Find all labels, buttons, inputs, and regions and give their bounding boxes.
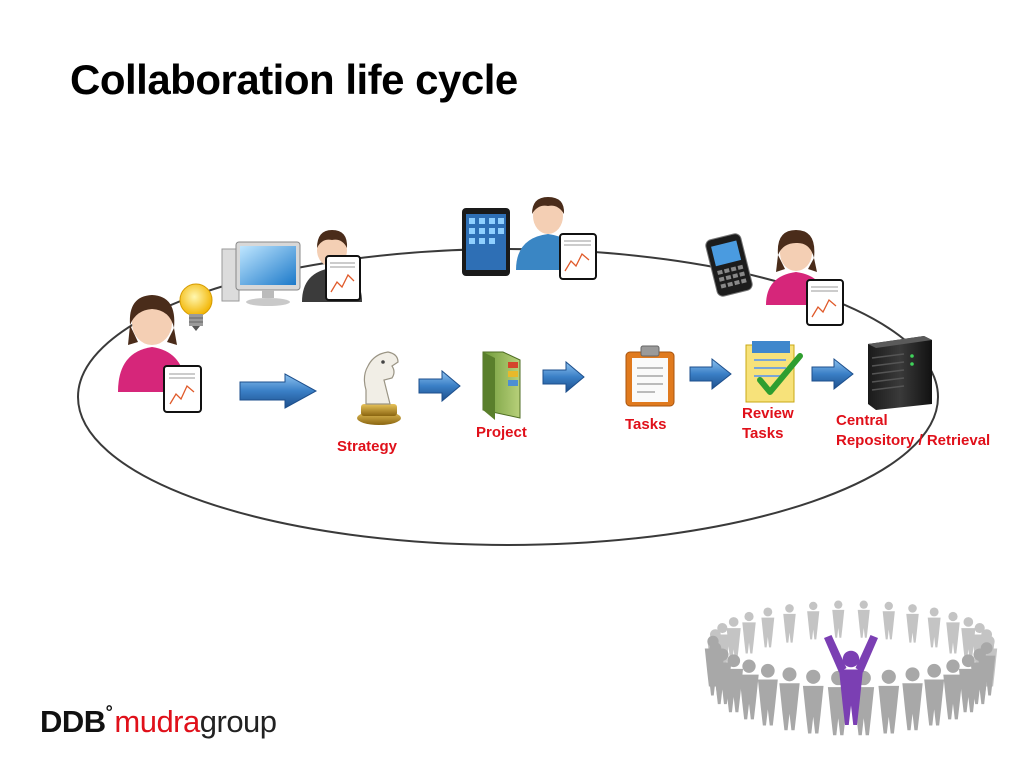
team-member-figure [783,604,796,643]
checklist-icon [745,341,803,403]
team-member-figure [824,635,878,725]
team-member-figure [807,601,820,640]
page-title: Collaboration life cycle [70,56,518,103]
team-member-figure [943,659,963,720]
team-member-figure [958,654,978,713]
folder-icon [482,351,521,420]
clipboard-icon [625,345,675,407]
step-label-tasks: Tasks [625,416,667,433]
smartphone-icon [705,233,753,297]
step-label-strategy: Strategy [337,438,398,455]
flow-arrow [239,373,318,409]
step-label-central-repository: Central Repository / Retrieval [836,412,991,449]
team-member-figure [757,663,778,726]
flow-arrow [689,357,732,391]
team-member-figure [779,667,800,731]
logo-mudra: mudra [114,704,200,739]
team-member-figure [857,600,870,638]
desktop-computer-icon [221,241,301,306]
step-label-review-tasks: Review Tasks [742,405,794,442]
chess-knight-icon [357,351,401,425]
team-member-figure [878,669,900,734]
team-member-figure [906,604,919,643]
team-member-figure [739,659,759,720]
logo-ddb: DDB [40,704,106,739]
team-member-figure [832,600,845,638]
chart-document-icon [163,365,202,413]
team-member-figure [726,617,741,661]
flow-arrow [811,357,854,391]
ddb-mudra-group-logo: DDB°mudragroup [40,702,277,740]
chart-document-icon [806,279,844,326]
step-label-project: Project [476,424,527,441]
team-member-figure [946,611,960,654]
logo-group: group [199,704,277,739]
flow-arrow [418,369,461,403]
team-member-figure [924,663,945,726]
team-member-figure [761,607,775,648]
team-member-figure [802,669,824,734]
tablet-icon [462,208,510,276]
chart-document-icon [325,255,361,301]
team-member-figure [961,617,976,661]
server-icon [868,336,932,410]
logo-degree: ° [105,702,113,722]
team-member-figure [927,607,941,648]
team-member-figure [742,611,756,654]
chart-document-icon [559,233,597,280]
lightbulb-icon [179,283,213,331]
team-member-figure [724,654,744,713]
flow-arrow [542,360,585,394]
team-member-figure [902,667,923,731]
team-circle-icon [704,600,998,736]
team-member-figure [882,601,895,640]
